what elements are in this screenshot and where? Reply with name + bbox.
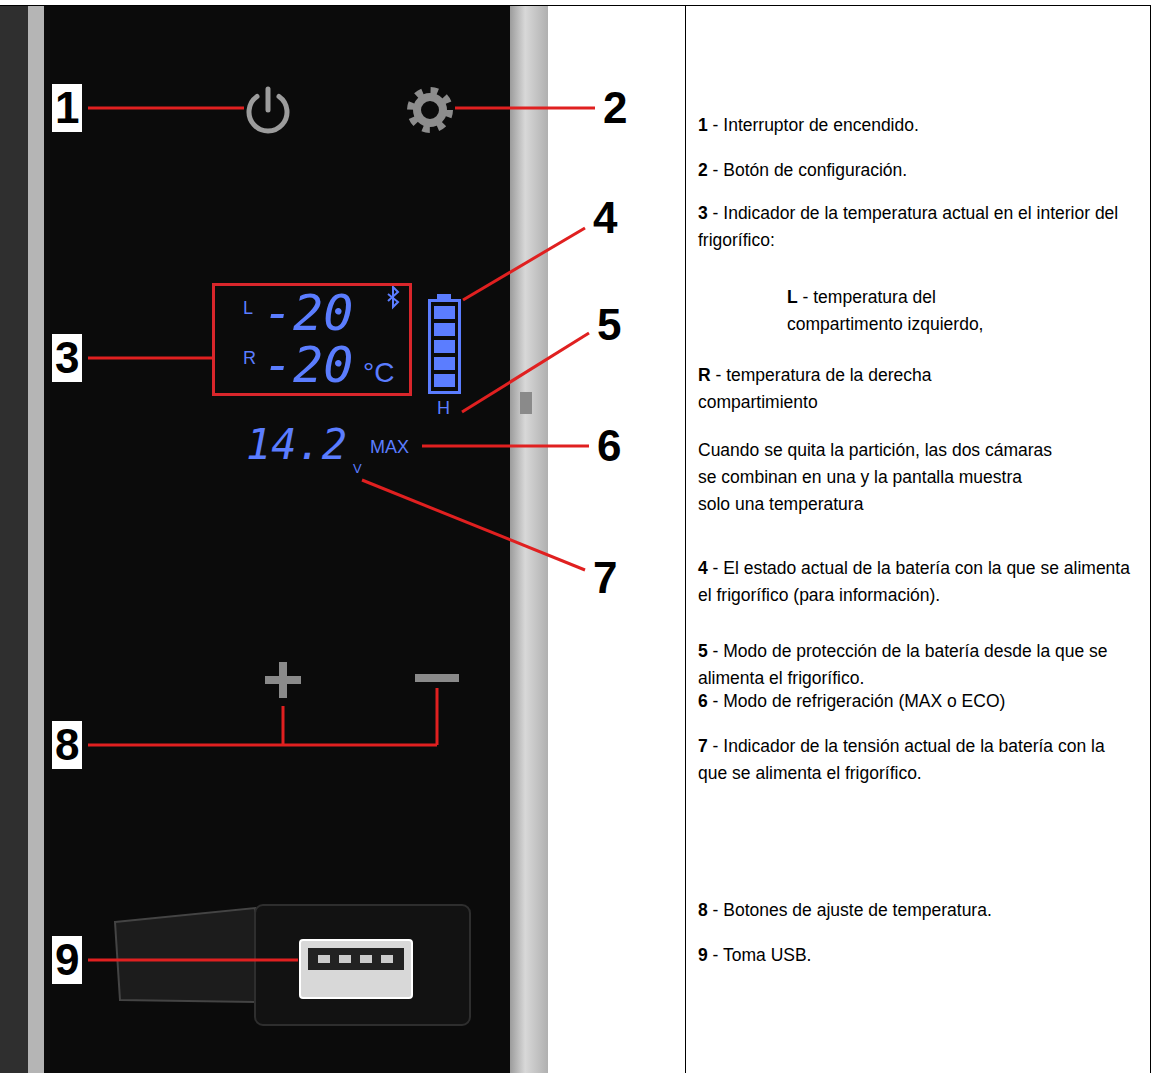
compartment-letter: R <box>243 348 256 368</box>
leader-bracket <box>88 688 437 745</box>
plus-button <box>279 662 287 698</box>
usb-pin <box>318 955 330 963</box>
callout-number: 5 <box>594 301 624 349</box>
gear-icon <box>417 97 443 123</box>
leader-line <box>88 959 298 962</box>
table-border <box>1150 5 1151 1073</box>
leader-line <box>362 480 585 570</box>
table-border <box>0 5 1151 6</box>
temperature-unit: °C <box>363 358 394 388</box>
control-panel <box>44 6 512 1073</box>
usb-pin <box>339 955 351 963</box>
minus-button <box>415 674 459 682</box>
description: 8 - Botones de ajuste de temperatura. <box>698 897 1143 924</box>
callout-number: 6 <box>594 422 624 470</box>
leader-line <box>88 357 212 360</box>
usb-cover <box>115 908 255 1002</box>
leader-line <box>462 333 589 412</box>
usb-pin <box>360 955 372 963</box>
description: 1 - Interruptor de encendido. <box>698 112 1143 139</box>
bluetooth-icon <box>388 287 398 307</box>
battery-bar <box>434 306 455 319</box>
usb-port <box>308 948 404 970</box>
callout-number: 3 <box>52 334 82 382</box>
battery-bar <box>434 357 455 370</box>
usb-port <box>300 940 412 998</box>
description: R - temperatura de la derecha compartimi… <box>698 362 1028 416</box>
callout-number: 8 <box>52 721 82 769</box>
battery-bar <box>434 340 455 353</box>
description: 9 - Toma USB. <box>698 942 1143 969</box>
callout-number: 7 <box>590 554 620 602</box>
description: 2 - Botón de configuración. <box>698 157 1143 184</box>
gear-icon <box>411 91 449 129</box>
leader-line <box>422 445 589 448</box>
leader-line <box>88 107 244 110</box>
leader-line <box>463 228 585 300</box>
temperature-readout: -20 <box>263 340 353 390</box>
panel-frame <box>28 6 46 1073</box>
usb-housing <box>255 905 470 1025</box>
latch <box>520 392 532 414</box>
battery-bar <box>434 374 455 387</box>
voltage-readout: 14.2 <box>246 423 347 467</box>
description: 4 - El estado actual de la batería con l… <box>698 555 1143 609</box>
description: 7 - Indicador de la tensión actual de la… <box>698 733 1133 787</box>
panel-frame <box>510 6 548 1073</box>
cooling-mode: MAX <box>370 437 409 457</box>
description: L - temperatura del compartimento izquie… <box>787 284 1022 338</box>
callout-number: 4 <box>590 194 620 242</box>
leader-line <box>455 107 595 110</box>
compartment-letter: L <box>243 298 253 318</box>
description: 6 - Modo de refrigeración (MAX o ECO) <box>698 688 1143 715</box>
callout-number: 9 <box>52 936 82 984</box>
battery-bar <box>434 323 455 336</box>
description: 5 - Modo de protección de la batería des… <box>698 638 1133 692</box>
protection-mode: H <box>437 398 450 418</box>
display-box: L-20R-20°C <box>212 283 412 396</box>
description: 3 - Indicador de la temperatura actual e… <box>698 200 1143 254</box>
callout-number: 1 <box>52 84 82 132</box>
callout-number: 2 <box>600 84 630 132</box>
voltage-unit: V <box>353 462 362 476</box>
power-icon <box>266 89 271 110</box>
table-divider <box>685 5 686 1073</box>
usb-pin <box>381 955 393 963</box>
battery-icon <box>430 301 460 393</box>
fridge-body <box>0 6 30 1073</box>
note: Cuando se quita la partición, las dos cá… <box>698 437 1053 518</box>
temperature-readout: -20 <box>263 288 353 338</box>
